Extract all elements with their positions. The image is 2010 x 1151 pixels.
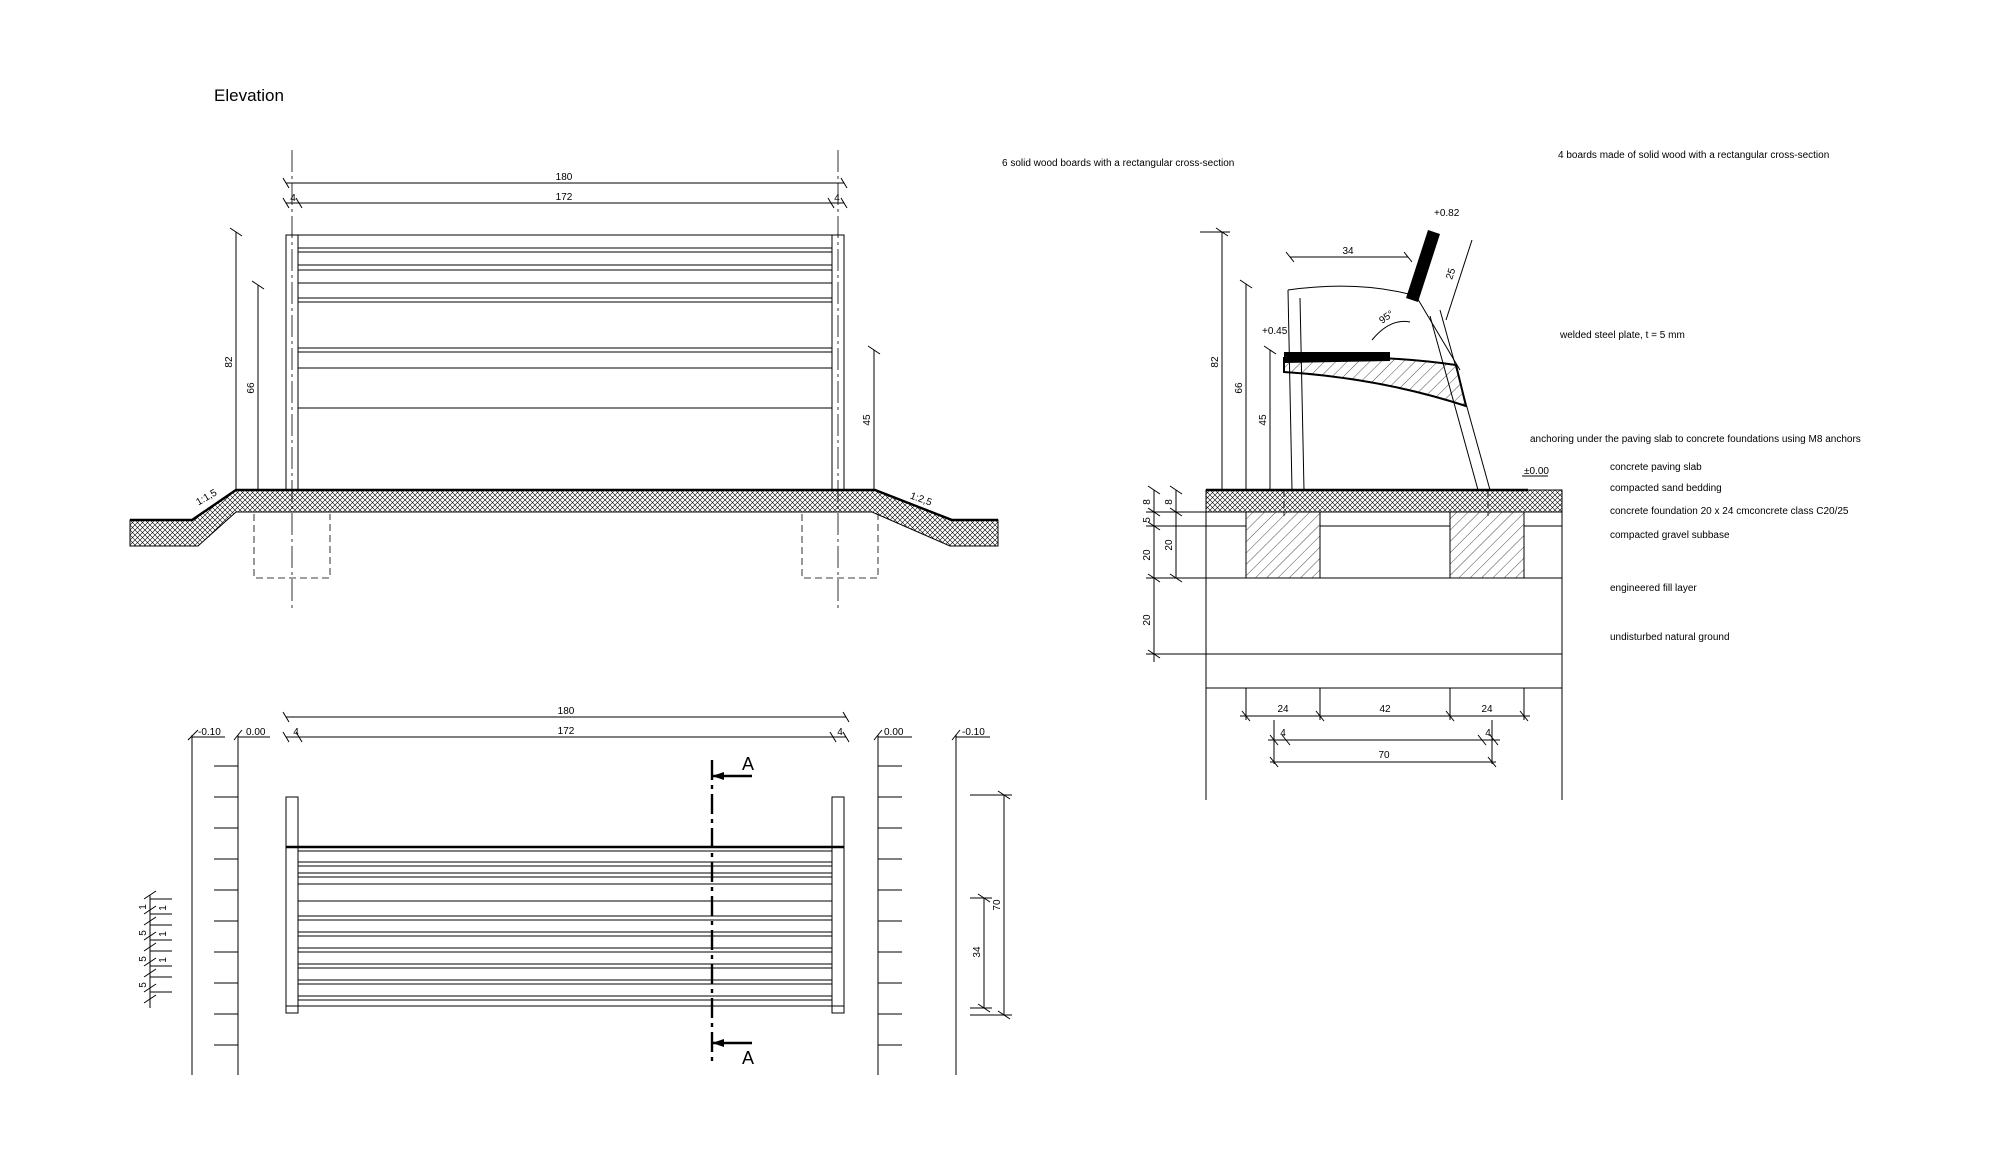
layer-label-natural: undisturbed natural ground bbox=[1610, 632, 1730, 643]
plan-board-gap-label-4: 1 bbox=[158, 957, 169, 963]
sect-seat-boards bbox=[1284, 352, 1390, 363]
sect-layer-paving bbox=[1205, 489, 1563, 513]
elev-dim-post-left: 4 bbox=[290, 193, 296, 204]
plan-dim-post-right: 4 bbox=[837, 727, 843, 738]
sect-dim-foundation: 20 bbox=[1164, 539, 1175, 551]
plan-dim-180: 180 bbox=[558, 706, 575, 717]
section-marker-bottom: A bbox=[742, 1048, 754, 1068]
sect-dim-found-gap: 42 bbox=[1379, 704, 1391, 715]
elev-dim-66: 66 bbox=[246, 382, 257, 394]
elev-foundation-right bbox=[801, 514, 879, 579]
layer-label-fill: engineered fill layer bbox=[1610, 583, 1697, 594]
sect-layer-natural bbox=[1205, 653, 1563, 689]
sect-dim-found-left: 24 bbox=[1277, 704, 1289, 715]
sect-dim-45: 45 bbox=[1258, 414, 1269, 426]
layer-label-sand: compacted sand bedding bbox=[1610, 483, 1722, 494]
sect-dim-paving: 8 bbox=[1142, 499, 1153, 505]
sect-seat-plate bbox=[1283, 355, 1468, 408]
elev-ground bbox=[129, 489, 999, 547]
sect-level-seat: +0.45 bbox=[1262, 326, 1288, 337]
plan-boards bbox=[286, 845, 844, 1007]
note-seat-boards: 6 solid wood boards with a rectangular c… bbox=[1002, 158, 1234, 169]
sect-dim-paving-b: 8 bbox=[1164, 499, 1175, 505]
plan-dim-70: 70 bbox=[992, 899, 1003, 911]
section-marker-top: A bbox=[742, 754, 754, 774]
note-steel-plate: welded steel plate, t = 5 mm bbox=[1559, 330, 1685, 341]
plan-dim-post-left: 4 bbox=[293, 727, 299, 738]
sect-dim-span: 70 bbox=[1378, 750, 1390, 761]
plan-level-inner-left: 0.00 bbox=[246, 727, 266, 738]
plan-paving-ticks bbox=[214, 765, 902, 1046]
sect-layer-fill bbox=[1205, 577, 1563, 655]
note-back-boards: 4 boards made of solid wood with a recta… bbox=[1558, 150, 1829, 161]
plan-board-width-label-3: 5 bbox=[138, 982, 149, 988]
sect-dim-gravel: 20 bbox=[1142, 549, 1153, 561]
elev-dim-172: 172 bbox=[556, 192, 573, 203]
layer-label-paving: concrete paving slab bbox=[1610, 462, 1702, 473]
sect-level-top: +0.82 bbox=[1434, 208, 1460, 219]
sect-dim-found-right: 24 bbox=[1481, 704, 1493, 715]
sect-back-boards bbox=[1406, 230, 1440, 302]
elev-dim-post-right: 4 bbox=[834, 193, 840, 204]
sect-dim-34: 34 bbox=[1342, 246, 1354, 257]
elevation-title: Elevation bbox=[214, 86, 284, 105]
sect-dim-inset-left: 4 bbox=[1280, 728, 1286, 739]
sect-dim-fill: 20 bbox=[1142, 614, 1153, 626]
elev-dim-45: 45 bbox=[862, 414, 873, 426]
elev-foundation-left bbox=[253, 514, 331, 579]
plan-level-outer-right: -0.10 bbox=[962, 727, 985, 738]
plan-board-width-label-2: 5 bbox=[138, 956, 149, 962]
plan-level-inner-right: 0.00 bbox=[884, 727, 904, 738]
elev-boards bbox=[298, 234, 832, 409]
plan-board-gap-label-3: 1 bbox=[158, 931, 169, 937]
sect-dim-66: 66 bbox=[1234, 382, 1245, 394]
elevation-view: Elevation 180 172 4 4 bbox=[129, 86, 999, 610]
elev-dim-180: 180 bbox=[556, 172, 573, 183]
sect-level-ground: ±0.00 bbox=[1524, 466, 1549, 477]
plan-board-width-label: 5 bbox=[138, 930, 149, 936]
plan-dim-172: 172 bbox=[558, 726, 575, 737]
sect-dim-inset-right: 4 bbox=[1485, 728, 1491, 739]
note-anchoring: anchoring under the paving slab to concr… bbox=[1530, 434, 1861, 445]
plan-post-left bbox=[285, 796, 299, 1014]
layer-label-foundation: concrete foundation 20 x 24 cmconcrete c… bbox=[1610, 506, 1849, 517]
plan-board-dims: 1 5 5 5 1 1 1 bbox=[138, 890, 172, 1008]
sect-dim-sand: 5 bbox=[1142, 517, 1153, 523]
plan-level-outer-left: -0.10 bbox=[198, 727, 221, 738]
plan-board-gap-label: 1 bbox=[138, 904, 149, 910]
layer-label-gravel: compacted gravel subbase bbox=[1610, 530, 1730, 541]
plan-dim-34: 34 bbox=[972, 946, 983, 958]
section-view: 6 solid wood boards with a rectangular c… bbox=[1002, 150, 1861, 800]
elev-dim-82: 82 bbox=[224, 356, 235, 368]
plan-board-gap-label-2: 1 bbox=[158, 905, 169, 911]
plan-post-right bbox=[831, 796, 845, 1014]
sect-bench-frame: 95° bbox=[1283, 230, 1491, 491]
plan-view: 180 172 4 4 -0.10 0.00 0.00 -0.10 bbox=[138, 706, 1012, 1075]
sect-dim-25: 25 bbox=[1444, 267, 1458, 281]
sect-dim-82: 82 bbox=[1210, 356, 1221, 368]
